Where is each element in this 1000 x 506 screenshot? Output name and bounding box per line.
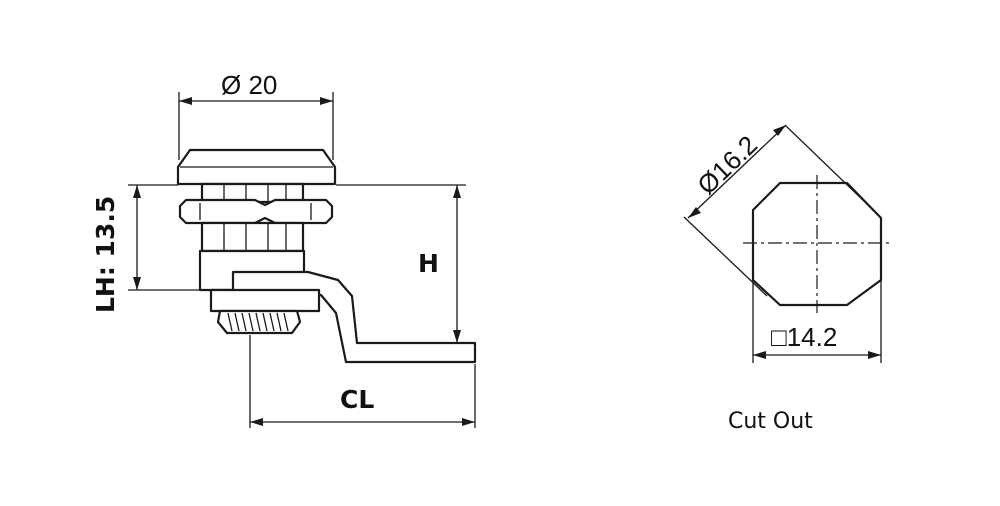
cl-label: CL [340,385,374,414]
square-14-2-dimension: □14.2 [752,280,882,363]
diameter-20-label: Ø 20 [221,70,277,100]
h-dimension: H [336,184,466,344]
washer [209,288,321,313]
lh-13-5-label: LH: 13.5 [91,196,120,313]
cam-lock-side-view: Ø 20 LH: 13.5 [91,70,477,428]
h-label: H [418,249,439,278]
lock-body-lower [200,221,305,253]
cut-out-caption: Cut Out [728,409,813,434]
cut-out-view: Ø16.2 □14.2 Cut Out [683,124,893,434]
hex-nut [178,198,334,225]
square-14-2-label: □14.2 [771,322,837,352]
lh-dimension: LH: 13.5 [91,184,210,313]
screw-knurl [227,312,289,332]
diameter-20-dimension: Ø 20 [178,70,334,160]
cl-dimension: CL [249,335,476,428]
diameter-16-2-label: Ø16.2 [691,130,763,201]
